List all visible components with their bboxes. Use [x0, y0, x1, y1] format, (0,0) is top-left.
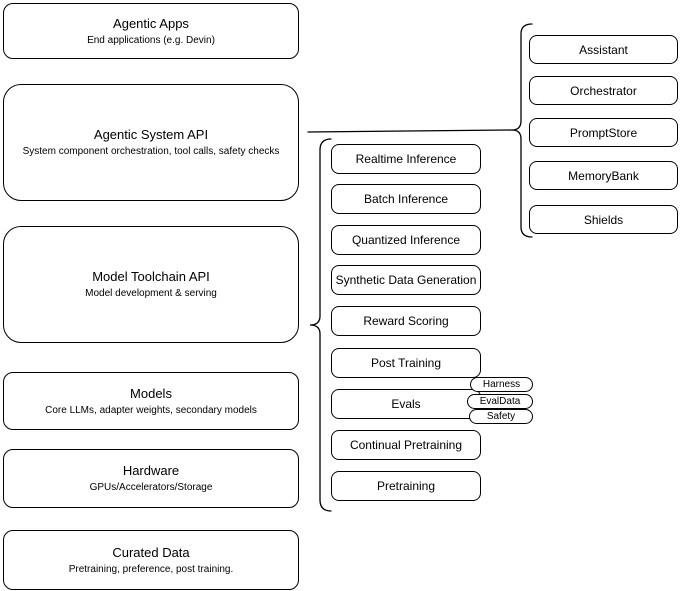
node-assistant: Assistant [529, 35, 678, 64]
node-orchestrator: Orchestrator [529, 76, 678, 105]
api-connector-line [307, 129, 513, 133]
node-label: Batch Inference [363, 192, 449, 206]
node-model-toolchain-api: Model Toolchain API Model development & … [3, 226, 299, 343]
node-label: PromptStore [569, 125, 638, 140]
node-pretraining: Pretraining [331, 471, 481, 501]
node-agentic-apps: Agentic Apps End applications (e.g. Devi… [3, 3, 299, 59]
node-models: Models Core LLMs, adapter weights, secon… [3, 372, 299, 430]
node-subtitle: Pretraining, preference, post training. [68, 563, 234, 575]
toolchain-brace [309, 138, 332, 512]
node-post-training: Post Training [331, 348, 481, 378]
tag-label: Safety [486, 411, 516, 422]
node-subtitle: End applications (e.g. Devin) [87, 34, 215, 46]
tag-safety: Safety [469, 409, 533, 424]
node-curated-data: Curated Data Pretraining, preference, po… [3, 530, 299, 590]
node-title: Curated Data [112, 544, 190, 560]
tag-harness: Harness [470, 377, 533, 392]
node-label: Reward Scoring [363, 314, 449, 328]
node-label: Synthetic Data Generation [335, 273, 477, 287]
node-label: Shields [583, 212, 624, 227]
node-synthetic-data-generation: Synthetic Data Generation [331, 265, 481, 295]
node-label: Orchestrator [570, 83, 637, 98]
node-quantized-inference: Quantized Inference [331, 225, 481, 255]
node-label: Realtime Inference [355, 152, 457, 166]
node-subtitle: Model development & serving [85, 288, 217, 299]
node-subtitle: System component orchestration, tool cal… [22, 146, 280, 157]
tag-label: Harness [482, 379, 521, 390]
node-continual-pretraining: Continual Pretraining [331, 430, 481, 460]
node-label: MemoryBank [568, 168, 639, 183]
node-subtitle: GPUs/Accelerators/Storage [89, 482, 213, 493]
node-batch-inference: Batch Inference [331, 184, 481, 214]
node-realtime-inference: Realtime Inference [331, 144, 481, 174]
node-subtitle: Core LLMs, adapter weights, secondary mo… [45, 404, 257, 416]
node-label: Assistant [579, 42, 628, 57]
node-reward-scoring: Reward Scoring [331, 306, 481, 336]
node-hardware: Hardware GPUs/Accelerators/Storage [3, 449, 299, 508]
node-shields: Shields [529, 205, 678, 234]
node-title: Models [130, 385, 172, 401]
node-label: Quantized Inference [351, 233, 461, 247]
node-agentic-system-api: Agentic System API System component orch… [3, 84, 299, 201]
node-title: Agentic Apps [113, 15, 189, 31]
tag-evaldata: EvalData [467, 394, 533, 409]
tag-label: EvalData [479, 396, 521, 407]
node-label: Post Training [370, 356, 442, 370]
node-title: Model Toolchain API [92, 269, 210, 284]
node-memorybank: MemoryBank [529, 161, 678, 190]
node-evals: Evals [331, 389, 481, 419]
node-label: Pretraining [376, 479, 436, 493]
node-promptstore: PromptStore [529, 118, 678, 147]
node-label: Continual Pretraining [349, 438, 463, 452]
node-label: Evals [391, 397, 421, 411]
node-title: Agentic System API [93, 127, 209, 142]
node-title: Hardware [122, 463, 180, 478]
